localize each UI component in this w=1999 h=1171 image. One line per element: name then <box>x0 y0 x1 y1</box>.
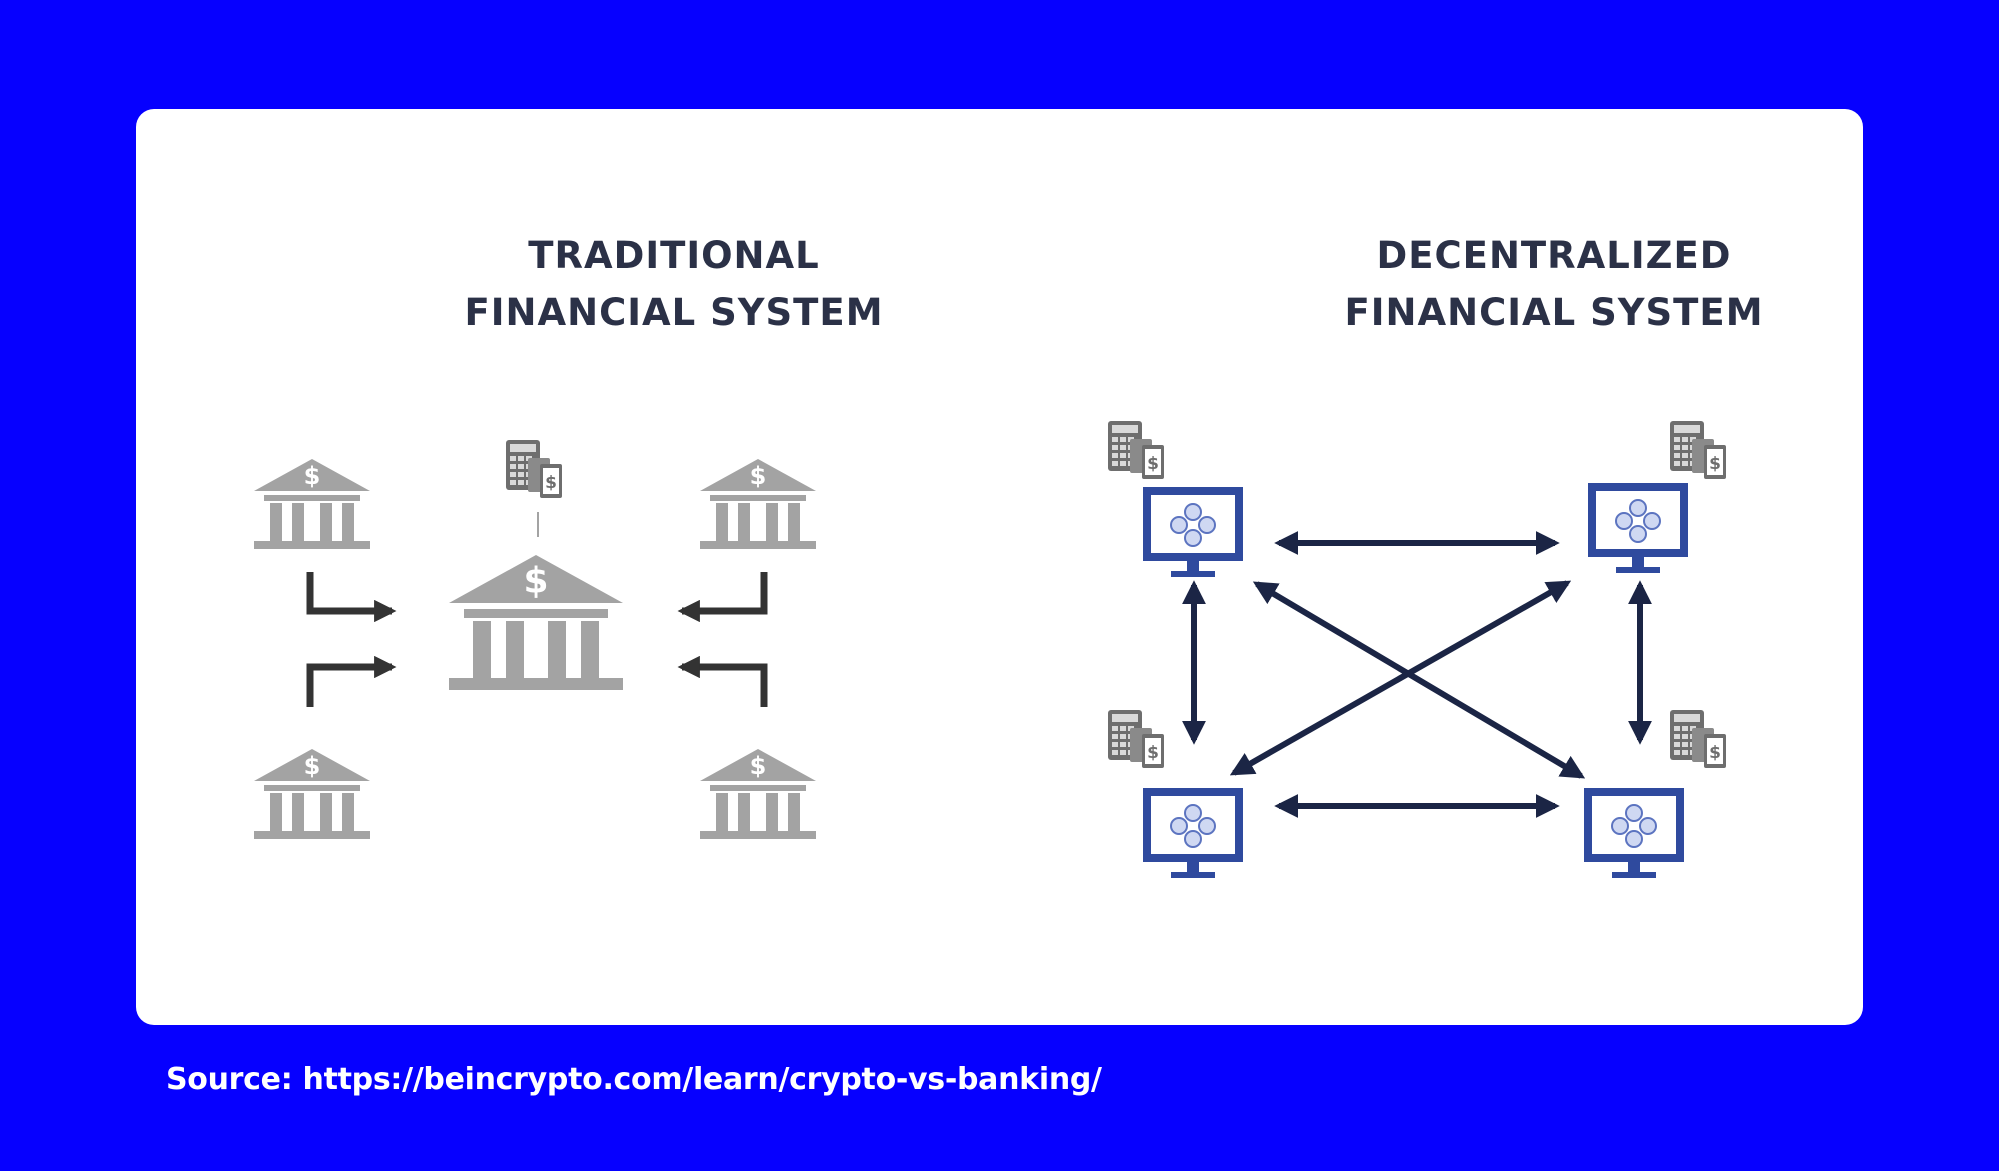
decentralized-system-title: DECENTRALIZED FINANCIAL SYSTEM <box>1274 227 1834 341</box>
computer-monitor-icon <box>1583 787 1685 879</box>
bank-icon <box>254 749 370 839</box>
arrow-right-icon <box>306 572 397 623</box>
diagram-card: TRADITIONAL FINANCIAL SYSTEM DECENTRALIZ… <box>136 109 1863 1025</box>
central-bank-icon <box>449 555 623 690</box>
peer-arrows <box>1182 531 1652 818</box>
calculator-icon <box>1108 710 1164 768</box>
traditional-title-line2: FINANCIAL SYSTEM <box>464 291 884 334</box>
calculator-icon <box>1108 421 1164 479</box>
source-citation: Source: https://beincrypto.com/learn/cry… <box>166 1062 1102 1097</box>
bank-icon <box>700 749 816 839</box>
financial-systems-diagram: $ $ <box>254 421 1726 879</box>
decentralized-system-group <box>1108 421 1726 879</box>
arrow-left-icon <box>677 572 768 623</box>
inflow-arrows <box>306 572 768 707</box>
computer-monitor-icon <box>1142 787 1244 879</box>
double-arrow-icon <box>1252 581 1586 779</box>
double-arrow-icon <box>1229 580 1572 776</box>
computer-monitor-icon <box>1587 482 1689 574</box>
decentralized-title-line1: DECENTRALIZED <box>1376 234 1732 277</box>
arrow-left-icon <box>677 655 768 707</box>
bank-icon <box>700 459 816 549</box>
bank-icon <box>254 459 370 549</box>
traditional-title-line1: TRADITIONAL <box>528 234 820 277</box>
traditional-system-group <box>254 440 816 839</box>
calculator-icon <box>1670 710 1726 768</box>
decentralized-title-line2: FINANCIAL SYSTEM <box>1344 291 1764 334</box>
arrow-right-icon <box>306 655 397 707</box>
computer-monitor-icon <box>1142 486 1244 578</box>
traditional-system-title: TRADITIONAL FINANCIAL SYSTEM <box>394 227 954 341</box>
calculator-icon <box>1670 421 1726 479</box>
calculator-icon <box>506 440 562 498</box>
